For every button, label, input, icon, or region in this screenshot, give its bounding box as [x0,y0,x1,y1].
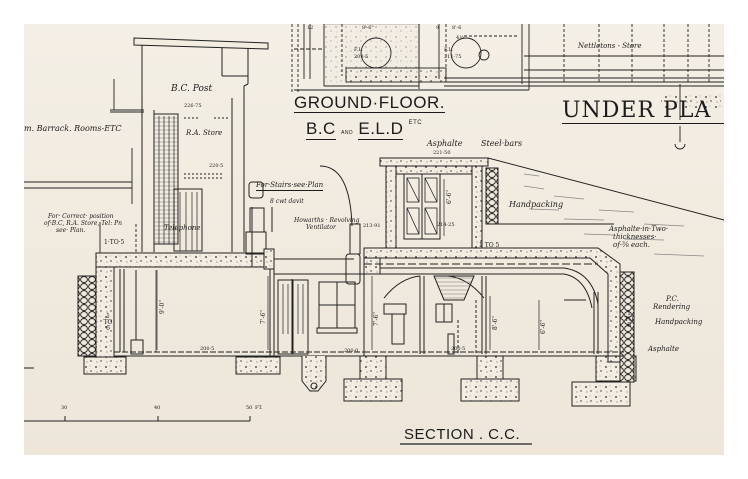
ventilator-label: Ventilator [306,224,336,231]
dim-8-6: 8'-6" [492,315,499,330]
etc-part: ETC [408,120,423,126]
dim-6-6: 6'-6" [540,319,547,334]
under-plan-title: UNDER PLA [562,100,724,124]
level-226-label: 226·75 [184,103,202,109]
asphalte-two-label: Asphalte·in·Two· [609,225,669,233]
dim-6-6-top: 6'-6" [446,189,453,204]
bc-title-part: B.C [306,119,336,140]
scale-bar [24,367,251,422]
ratio-1-to-5-mid: 1 TO 5 [479,242,500,249]
bc-post-tower [133,37,269,252]
correct-position-line2: of·B.C, R.A. Store, Tel: Pn [44,220,123,227]
level-213-label: 213·91 [363,223,381,229]
ground-floor-plan [291,24,724,150]
plan-dim-12: 12 [307,25,314,31]
asphalte-top-label: Asphalte [427,139,463,148]
howarths-label: Howarths · Revolving [294,217,360,224]
correct-position-line1: For· Correct· position [48,213,114,220]
plan-dim-9: 9 [436,25,440,31]
correct-position-line3: see· Plan. [56,227,86,234]
level-200-5-right: 200·5 [451,346,466,352]
level-200-5-left: 200·5 [200,346,215,352]
ground-floor-title: GROUND·FLOOR. [294,93,445,113]
section-drawing [24,24,724,445]
ra-store-text: R.A. Store [186,129,223,137]
ratio-1-to-5-left: 1·TO·5 [104,239,125,246]
dim-7-6-left: 7'-6" [260,309,267,324]
handpacking-side-label: Handpacking [655,318,703,326]
entrance-house [274,258,365,356]
plan-dim-42: 42 [444,24,450,25]
scale-unit: FT. [255,405,263,411]
dimension-lines [156,179,540,350]
barrack-outline [24,79,144,264]
telephone-label: Telephone [164,224,201,232]
store-label: Nettletons - Store [578,42,642,50]
drawing-sheet: F.L. 209·5 F.L. 211·75 8'-6" 8'-6 12 9 4… [24,24,724,455]
ratio-1-to-6-right: 1 TO 6 [624,310,634,329]
dim-7-6-mid: 7'-6" [373,311,380,326]
scale-tick-30: 30 [61,405,68,411]
handpacking-top-label: Handpacking [509,200,564,209]
thicknesses-label: thicknesses· [613,233,657,241]
fl-left-value: 209·5 [354,54,369,60]
ventilator [245,165,361,285]
scale-tick-40: 40 [154,405,161,411]
dim-9-0: 9'-0" [159,299,166,314]
level-214-label: 214·25 [437,222,455,228]
fl-right-label: F.L. [444,47,454,53]
section-title: SECTION . C.C. [404,426,521,443]
asphalte-side-label: Asphalte [648,345,680,353]
earth-fill [523,173,705,257]
level-220-label: 220·5 [209,163,224,169]
ra-store-label: R.A. Store [186,130,222,137]
fl-left-label: F.L. [354,47,364,53]
ratio-1-to-6-left: 1 TO 6 [103,313,113,332]
scale-tick-50: 50 [246,405,253,411]
barrack-rooms-label: m. Barrack. Rooms-ETC [24,124,122,133]
upper-store [379,157,724,252]
plan-dim-8-6-right: 8'-6 [452,25,462,31]
each-label: of·⅜ each. [613,241,651,249]
plan-dim-8-6-left: 8'-6" [362,25,374,31]
eld-title-part: E.L.D [358,119,404,140]
pc-label: P.C. [666,295,679,303]
steel-bars-label: Steel·bars [481,139,523,148]
rendering-label: Rendering [653,303,691,311]
fl-right-value: 211·75 [444,54,462,60]
plan-dim-4-5: 4½ [456,35,465,41]
for-stairs-label: For·Stairs·see·Plan [256,181,324,191]
bc-and-part: AND [341,130,354,136]
level-200: 200·0 [344,348,359,354]
bunker-left [77,252,364,375]
bc-eld-title: B.C AND E.L.D ETC [306,119,423,140]
davit-label: 8 cwt davit [270,198,304,205]
level-221-label: 221·50 [433,150,451,156]
foundations [301,355,637,407]
bunker-right [363,247,635,383]
bc-post-label: B.C. Post [171,84,213,94]
